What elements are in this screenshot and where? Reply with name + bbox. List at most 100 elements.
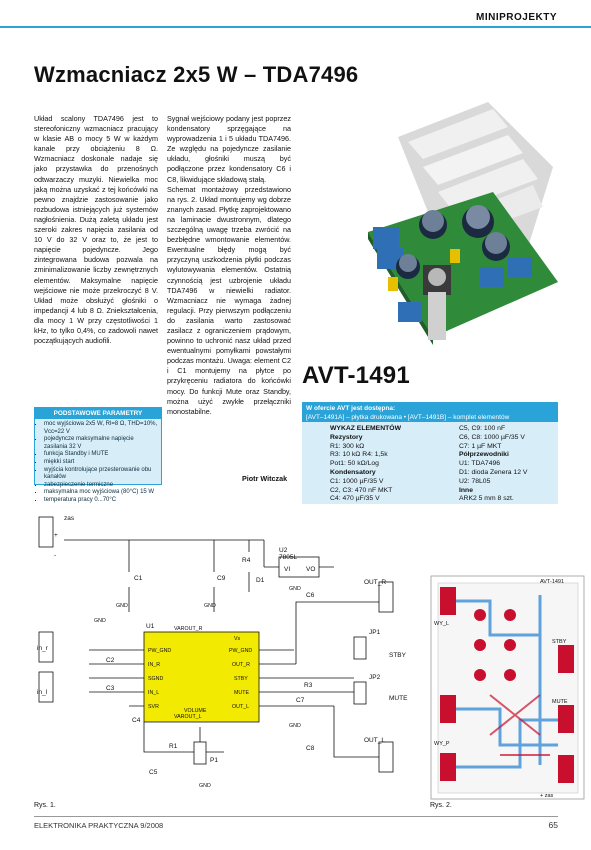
gnd-label: GND [199, 783, 211, 789]
pin-volume: VOLUME [184, 708, 207, 714]
label-jp1: JP1 [369, 629, 381, 636]
parameter-item: zabezpieczenie termiczne [44, 482, 158, 490]
label-r3: R3 [304, 682, 313, 689]
parts-line: U1: TDA7496 [459, 460, 501, 468]
paragraph: Schemat montażowy przedstawiono na rys. … [167, 184, 291, 416]
parts-line: C4: 470 µF/35 V [330, 495, 380, 503]
kit-offer: W ofercie AVT jest dostępna: [AVT–1491A]… [302, 402, 558, 422]
parts-line: R1: 300 kΩ [330, 442, 365, 450]
pin-mute: MUTE [234, 690, 249, 696]
parts-line: C6, C8: 1000 µF/35 V [459, 433, 525, 441]
label-c9: C9 [217, 575, 226, 582]
pin-sgnd: SGND [148, 676, 163, 682]
parameter-item: wyjścia kontrolujące przesterowanie obu … [44, 467, 158, 482]
pin-varout-r: VAROUT_R [174, 626, 203, 632]
label-out-l: OUT_L [364, 737, 385, 744]
pin-out-r: OUT_R [232, 662, 250, 668]
parameter-item: maksymalna moc wyjściowa (80°C) 15 W [44, 489, 158, 497]
pcb-label: MUTE [552, 699, 568, 705]
figure-caption: Rys. 1. [34, 802, 56, 809]
pin-out-l: OUT_L [232, 704, 249, 710]
pin-varout-l: VAROUT_L [174, 714, 202, 720]
label-plus: + [54, 532, 58, 539]
paragraph: Sygnał wejściowy podany jest poprzez kon… [167, 114, 291, 184]
label-c7: C7 [296, 697, 305, 704]
label-zas: zas [64, 515, 75, 522]
label-c4: C4 [132, 717, 141, 724]
pcb-label: STBY [552, 639, 567, 645]
gnd-label: GND [94, 618, 106, 624]
parts-line: Pot1: 50 kΩ/Log [330, 460, 379, 468]
parts-line: Inne [459, 486, 473, 494]
article-title: Wzmacniacz 2x5 W – TDA7496 [34, 62, 359, 87]
section-tag: MINIPROJEKTY [475, 12, 557, 23]
parts-line: D1: dioda Zenera 12 V [459, 468, 528, 476]
header-rule [0, 26, 591, 28]
product-photo [368, 102, 558, 345]
offer-line-1: W ofercie AVT jest dostępna: [306, 405, 396, 412]
label-vi: VI [284, 566, 290, 573]
parts-line: C2, C3: 470 nF MKT [330, 486, 393, 494]
label-p1: P1 [210, 757, 218, 764]
label-out-r: OUT_R [364, 579, 386, 586]
label-vo: VO [306, 566, 315, 573]
parts-line: Półprzewodniki [459, 451, 509, 459]
pcb-label: + zas [540, 793, 554, 799]
label-c1: C1 [134, 575, 143, 582]
pin-pw-gnd-right: PW_GND [229, 648, 252, 654]
parameter-item: temperatura pracy 0...70°C [44, 497, 158, 505]
paragraph: Układ scalony TDA7496 jest to stereofoni… [34, 114, 158, 346]
parts-line: Kondensatory [330, 468, 376, 476]
pin-in-r: IN_R [148, 662, 160, 668]
parts-line: C7: 1 µF MKT [459, 442, 502, 450]
pcb-label: AVT-1491 [540, 579, 564, 585]
journal-name: ELEKTRONIKA PRAKTYCZNA 9/2008 [34, 821, 164, 830]
gnd-label: GND [204, 603, 216, 609]
label-c8: C8 [306, 745, 315, 752]
parameter-item: funkcja Standby i MUTE [44, 451, 158, 459]
parameters-heading: PODSTAWOWE PARAMETRY [35, 408, 161, 419]
pin-pw-gnd-left: PW_GND [148, 648, 171, 654]
schematic-diagram: zas + - in_r in_l OUT_R OUT_L STBY MUTE … [37, 515, 408, 789]
footer-rule [34, 816, 558, 817]
gnd-label: GND [289, 723, 301, 729]
parts-column-1: WYKAZ ELEMENTÓW Rezystory R1: 300 kΩ R3:… [330, 425, 430, 504]
label-d1: D1 [256, 577, 265, 584]
parts-heading: WYKAZ ELEMENTÓW [330, 425, 401, 432]
page-number: 65 [548, 820, 558, 830]
parameters-list: moc wyjściowa 2x5 W, Rl=8 Ω, THD=10%, Vc… [35, 421, 161, 505]
pin-svr: SVR [148, 704, 159, 710]
parameters-box: PODSTAWOWE PARAMETRY moc wyjściowa 2x5 W… [34, 407, 162, 503]
label-c2: C2 [106, 657, 115, 664]
label-in-r: in_r [37, 645, 49, 652]
label-stby: STBY [389, 652, 407, 659]
parameter-item: pojedyncze maksymalne napięcie zasilania… [44, 436, 158, 451]
label-r4: R4 [242, 557, 251, 564]
offer-line-2: [AVT–1491A] – płytka drukowana • [AVT–14… [306, 414, 510, 421]
parameter-item: moc wyjściowa 2x5 W, Rl=8 Ω, THD=10%, Vc… [44, 421, 158, 436]
parts-line: U2: 78L05 [459, 477, 491, 485]
parts-column-2: C5, C9: 100 nF C6, C8: 1000 µF/35 V C7: … [459, 425, 559, 504]
gnd-label: GND [116, 603, 128, 609]
parts-line: C5, C9: 100 nF [459, 425, 506, 432]
pcb-label: WY_L [434, 621, 449, 627]
label-r1: R1 [169, 743, 178, 750]
parts-line: ARK2 5 mm 8 szt. [459, 495, 514, 503]
pcb-label: WY_P [434, 741, 450, 747]
author: Piotr Witczak [242, 474, 288, 483]
parts-list: WYKAZ ELEMENTÓW Rezystory R1: 300 kΩ R3:… [302, 422, 558, 504]
pin-stby: STBY [234, 676, 248, 682]
parameter-item: miękki start [44, 459, 158, 467]
article-column-1: Układ scalony TDA7496 jest to stereofoni… [34, 114, 158, 346]
parts-line: R3: 10 kΩ R4: 1,5k [330, 451, 388, 459]
pcb-layout: AVT-1491 WY_L WY_P MUTE STBY + zas [430, 575, 585, 800]
label-mute: MUTE [389, 695, 408, 702]
pin-in-l: IN_L [148, 690, 159, 696]
parts-line: Rezystory [330, 433, 363, 441]
label-u2: U2 [279, 547, 288, 554]
figure-caption: Rys. 2. [430, 802, 452, 809]
label-u2-type: 7805L [279, 554, 297, 561]
article-column-2: Sygnał wejściowy podany jest poprzez kon… [167, 114, 291, 417]
gnd-label: GND [289, 586, 301, 592]
label-jp2: JP2 [369, 674, 381, 681]
